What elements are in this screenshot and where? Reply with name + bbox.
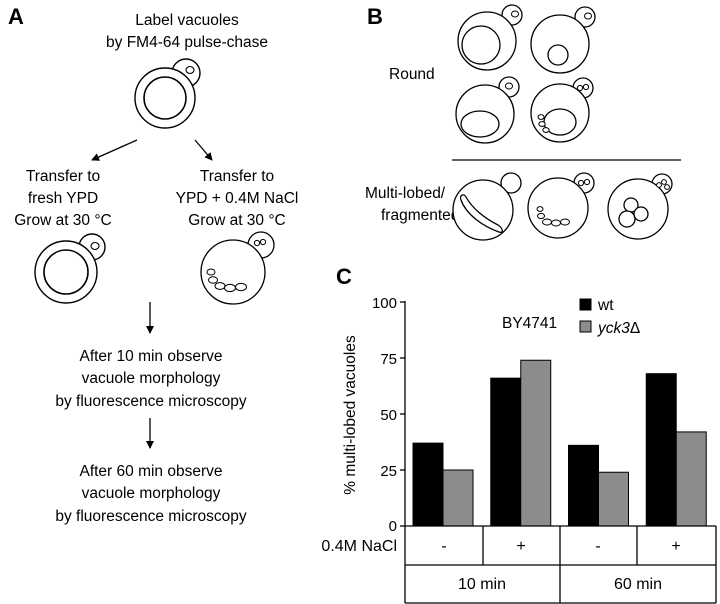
nacl-cell: - <box>441 538 446 555</box>
y-tick-label: 75 <box>380 351 397 368</box>
y-tick-label: 50 <box>380 407 397 424</box>
right-branch-line-3: Grow at 30 °C <box>188 212 286 229</box>
step-60min-line-1: After 60 min observe <box>79 463 222 480</box>
panel-a: A Label vacuoles by FM4-64 pulse-chase T… <box>8 4 298 525</box>
legend-label-yck3: yck3Δ <box>597 320 640 337</box>
legend-label-yck3-prefix: yck3 <box>597 320 630 337</box>
right-branch-line-1: Transfer to <box>200 168 274 185</box>
category-round-label: Round <box>389 66 435 83</box>
bar-wt-1 <box>412 442 444 527</box>
step-60min-line-2: vacuole morphology <box>82 485 221 502</box>
left-branch-line-3: Grow at 30 °C <box>14 212 112 229</box>
bar-yck3-4 <box>675 431 707 527</box>
nacl-cell: + <box>671 538 680 555</box>
multilobed-cell-1-icon <box>452 172 522 241</box>
y-tick-label: 100 <box>372 295 397 312</box>
bar-yck3-3 <box>598 471 629 527</box>
category-multi-label-line-1: Multi-lobed/ <box>365 185 446 202</box>
legend-label-wt: wt <box>597 297 614 314</box>
y-tick-label: 0 <box>389 518 397 535</box>
legend-label-yck3-suffix: Δ <box>630 320 640 337</box>
legend-swatch-wt <box>579 298 592 311</box>
left-branch-line-2: fresh YPD <box>28 190 98 207</box>
nacl-cell: - <box>595 538 600 555</box>
bar-wt-3 <box>568 444 599 527</box>
strain-label: BY4741 <box>502 315 557 332</box>
yeast-cell-icon <box>134 58 201 129</box>
panel-b-letter: B <box>367 4 383 29</box>
step-10min-line-2: vacuole morphology <box>82 370 221 387</box>
y-tick-labels: 100 75 50 25 0 <box>372 295 397 535</box>
bar-yck3-1 <box>442 469 474 527</box>
category-multi-label-line-2: fragmented <box>381 207 459 224</box>
nacl-row-label: 0.4M NaCl <box>321 538 397 555</box>
arrow-right-icon <box>194 139 213 161</box>
legend: BY4741 wt yck3Δ <box>502 297 640 337</box>
time-cell: 60 min <box>614 576 662 593</box>
step-10min-line-1: After 10 min observe <box>79 348 222 365</box>
round-cell-1-icon <box>457 4 523 71</box>
legend-swatch-yck3 <box>579 320 592 333</box>
multilobed-cell-3-icon <box>607 173 673 240</box>
round-vacuole-cell-icon <box>34 233 106 304</box>
fragmented-vacuole-cell-icon <box>200 231 275 305</box>
round-cell-2-icon <box>530 6 596 74</box>
bar-wt-4 <box>645 373 677 527</box>
round-cell-3-icon <box>455 76 520 144</box>
bar-wt-2 <box>490 377 522 527</box>
bars-group <box>412 359 707 527</box>
y-axis-label: % multi-lobed vacuoles <box>342 335 359 495</box>
arrow-left-icon <box>91 139 138 161</box>
round-cell-4-icon <box>530 77 594 143</box>
step-10min-line-3: by fluorescence microscopy <box>55 393 246 410</box>
step-60min-line-3: by fluorescence microscopy <box>55 508 246 525</box>
right-branch-line-2: YPD + 0.4M NaCl <box>176 190 299 207</box>
condition-table <box>404 525 717 604</box>
panel-a-letter: A <box>8 4 24 29</box>
left-branch-line-1: Transfer to <box>26 168 100 185</box>
step-label-line-1: Label vacuoles <box>135 12 239 29</box>
nacl-cell: + <box>516 538 525 555</box>
multilobed-cell-2-icon <box>527 172 595 239</box>
bar-yck3-2 <box>520 359 552 527</box>
time-cell: 10 min <box>458 576 506 593</box>
y-axis-ticks <box>400 301 405 527</box>
y-tick-label: 25 <box>380 463 397 480</box>
step-label-line-2: by FM4-64 pulse-chase <box>106 34 268 51</box>
panel-b: B Round <box>365 4 681 241</box>
panel-c-letter: C <box>336 264 352 289</box>
panel-c: C % multi-lobed vacuoles 100 75 50 25 0 … <box>321 264 717 604</box>
